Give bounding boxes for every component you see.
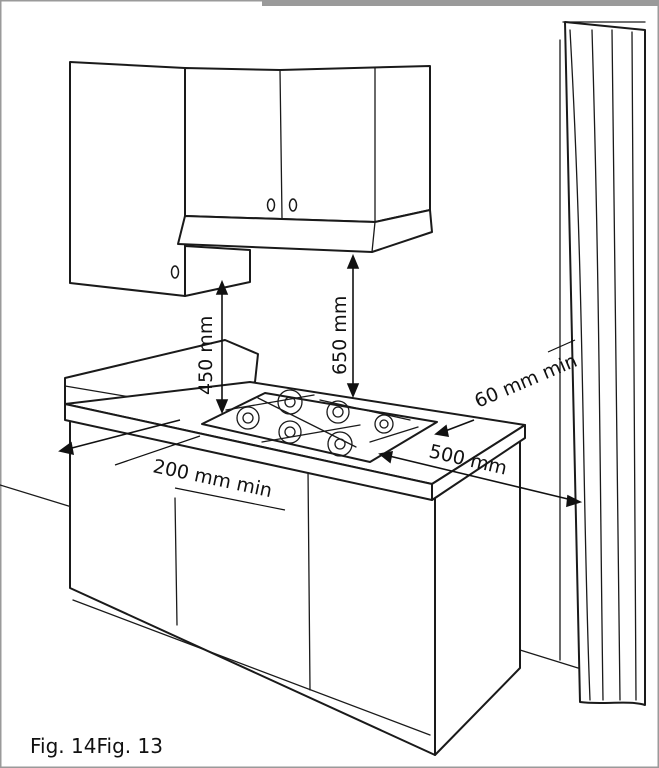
- curtain: [562, 21, 646, 706]
- dimension-label-650: 650 mm: [329, 296, 351, 375]
- upper-cabinet: [184, 65, 431, 223]
- dimension-arrows: [58, 253, 583, 511]
- left-wall-cabinet: [69, 61, 251, 297]
- figure-caption: Fig. 14Fig. 13: [30, 734, 163, 758]
- dimension-label-60: 60 mm min: [471, 350, 580, 413]
- room-lines: [0, 39, 579, 669]
- range-hood: [177, 209, 433, 253]
- gas-hob: [201, 389, 438, 463]
- dimension-label-450: 450 mm: [195, 316, 217, 395]
- header-bar: [262, 0, 659, 6]
